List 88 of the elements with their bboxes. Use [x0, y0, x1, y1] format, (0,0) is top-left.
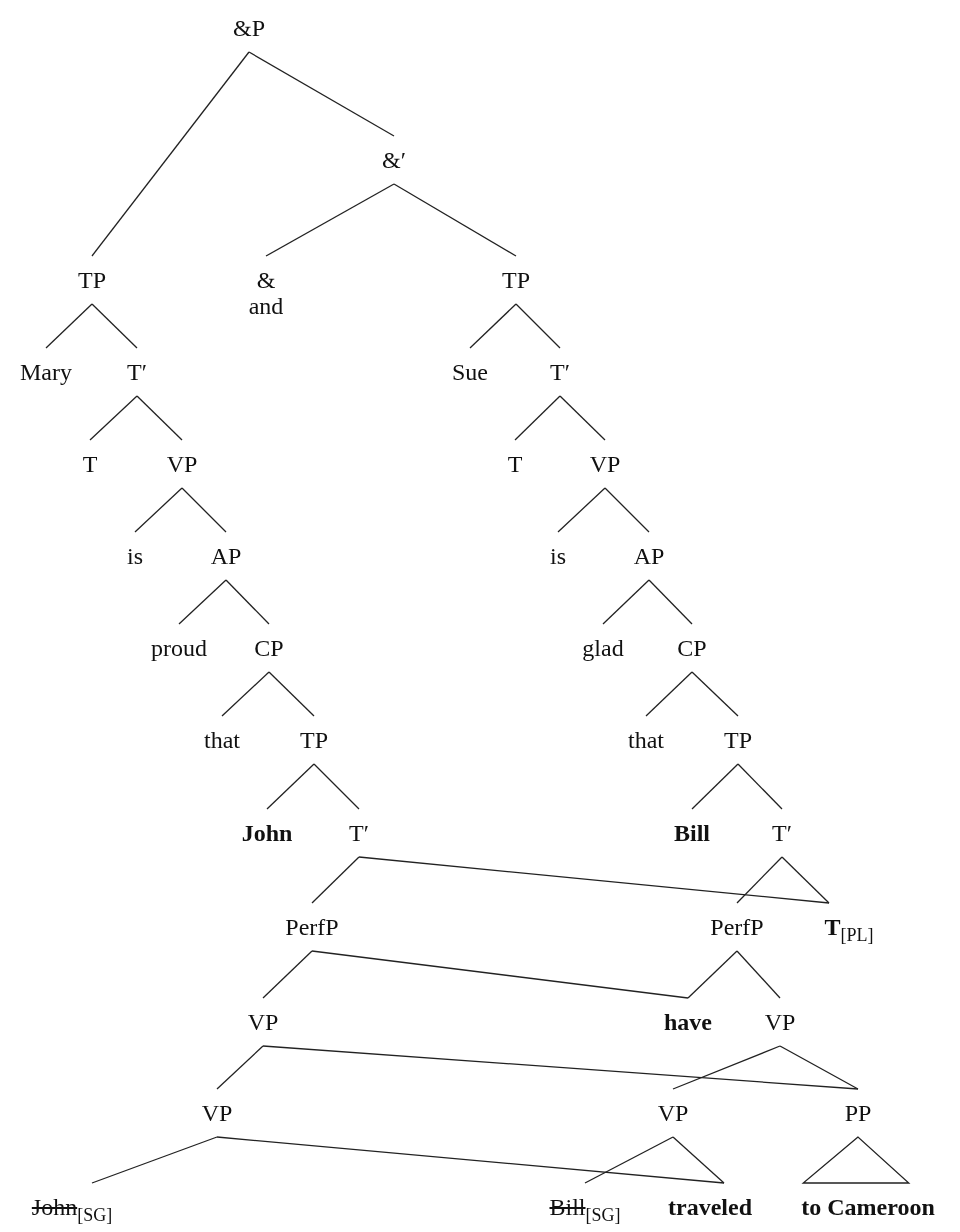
- node-label: Bill: [674, 820, 710, 846]
- branch-line: [672, 1045, 781, 1090]
- node-label: VP: [764, 1009, 796, 1035]
- branch-line: [358, 856, 830, 904]
- node-label: VP: [247, 1009, 279, 1035]
- branch-line: [515, 303, 561, 349]
- branch-line: [781, 856, 830, 904]
- word-label: and: [248, 293, 284, 319]
- branch-line: [89, 395, 138, 441]
- node-label: to Cameroon: [801, 1194, 935, 1220]
- branch-line: [311, 950, 689, 999]
- branch-line: [45, 303, 93, 349]
- branch-line: [91, 51, 250, 257]
- branch-line: [737, 763, 783, 810]
- branch-line: [645, 671, 693, 717]
- branch-line: [265, 183, 395, 257]
- node-label: that: [628, 727, 664, 753]
- node-label: that: [204, 727, 240, 753]
- branch-line: [225, 579, 270, 625]
- branch-line: [672, 1136, 725, 1184]
- node-label: Mary: [20, 359, 72, 385]
- node-label: TP: [78, 267, 106, 293]
- node-label: Sue: [452, 359, 488, 385]
- node-label: have: [664, 1009, 712, 1035]
- node-label: TP: [300, 727, 328, 753]
- branch-line: [648, 579, 693, 625]
- branch-line: [221, 671, 270, 717]
- node-label: CP: [254, 635, 284, 661]
- branch-line: [736, 950, 781, 999]
- branch-line: [557, 487, 606, 533]
- branch-line: [736, 856, 783, 904]
- branch-line: [559, 395, 606, 441]
- branch-line: [687, 950, 738, 999]
- node-label: PerfP: [710, 914, 764, 940]
- node-label: T′: [550, 359, 570, 385]
- branch-line: [216, 1045, 264, 1090]
- node-label: VP: [657, 1100, 689, 1126]
- branch-line: [134, 487, 183, 533]
- branch-line: [266, 763, 315, 810]
- branch-line: [268, 671, 315, 717]
- node-label: CP: [677, 635, 707, 661]
- node-label: T: [507, 451, 523, 477]
- node-label: TP: [724, 727, 752, 753]
- node-label: PP: [844, 1100, 872, 1126]
- branch-line: [262, 1045, 859, 1090]
- node-label: T′: [772, 820, 792, 846]
- node-label: AP: [210, 543, 242, 569]
- branch-line: [216, 1136, 725, 1184]
- node-label: glad: [582, 635, 624, 661]
- node-label: Bill$_{[SG]}$: [549, 1194, 621, 1228]
- node-label: AP: [633, 543, 665, 569]
- branch-line: [514, 395, 561, 441]
- node-label: PerfP: [285, 914, 339, 940]
- node-label: &: [255, 267, 277, 293]
- node-label: T$_{[PL]}$: [824, 914, 874, 948]
- branch-line: [313, 763, 360, 810]
- branch-line: [602, 579, 650, 625]
- node-label: VP: [201, 1100, 233, 1126]
- branch-line: [262, 950, 313, 999]
- branch-line: [469, 303, 517, 349]
- branch-line: [311, 856, 360, 904]
- node-label: VP: [166, 451, 198, 477]
- branch-line: [136, 395, 183, 441]
- branch-line: [248, 51, 395, 137]
- branch-line: [91, 1136, 218, 1184]
- node-label: VP: [589, 451, 621, 477]
- branch-line: [178, 579, 227, 625]
- node-label: T: [82, 451, 98, 477]
- node-label: T′: [127, 359, 147, 385]
- node-label: is: [550, 543, 566, 569]
- node-label: is: [127, 543, 143, 569]
- node-label: &P: [233, 15, 265, 41]
- node-label: T′: [349, 820, 369, 846]
- branch-line: [691, 763, 739, 810]
- branch-line: [181, 487, 227, 533]
- branch-line: [393, 183, 517, 257]
- node-label: proud: [151, 635, 207, 661]
- branch-line: [779, 1045, 859, 1090]
- node-label: TP: [502, 267, 530, 293]
- node-label: John: [241, 820, 293, 846]
- branch-line: [584, 1136, 674, 1184]
- branch-line: [91, 303, 138, 349]
- branch-line: [604, 487, 650, 533]
- node-label: traveled: [668, 1194, 752, 1220]
- branch-line: [691, 671, 739, 717]
- node-label: John$_{[SG]}$: [31, 1194, 113, 1228]
- roof-triangle: [801, 1136, 911, 1184]
- node-label: &′: [382, 147, 406, 173]
